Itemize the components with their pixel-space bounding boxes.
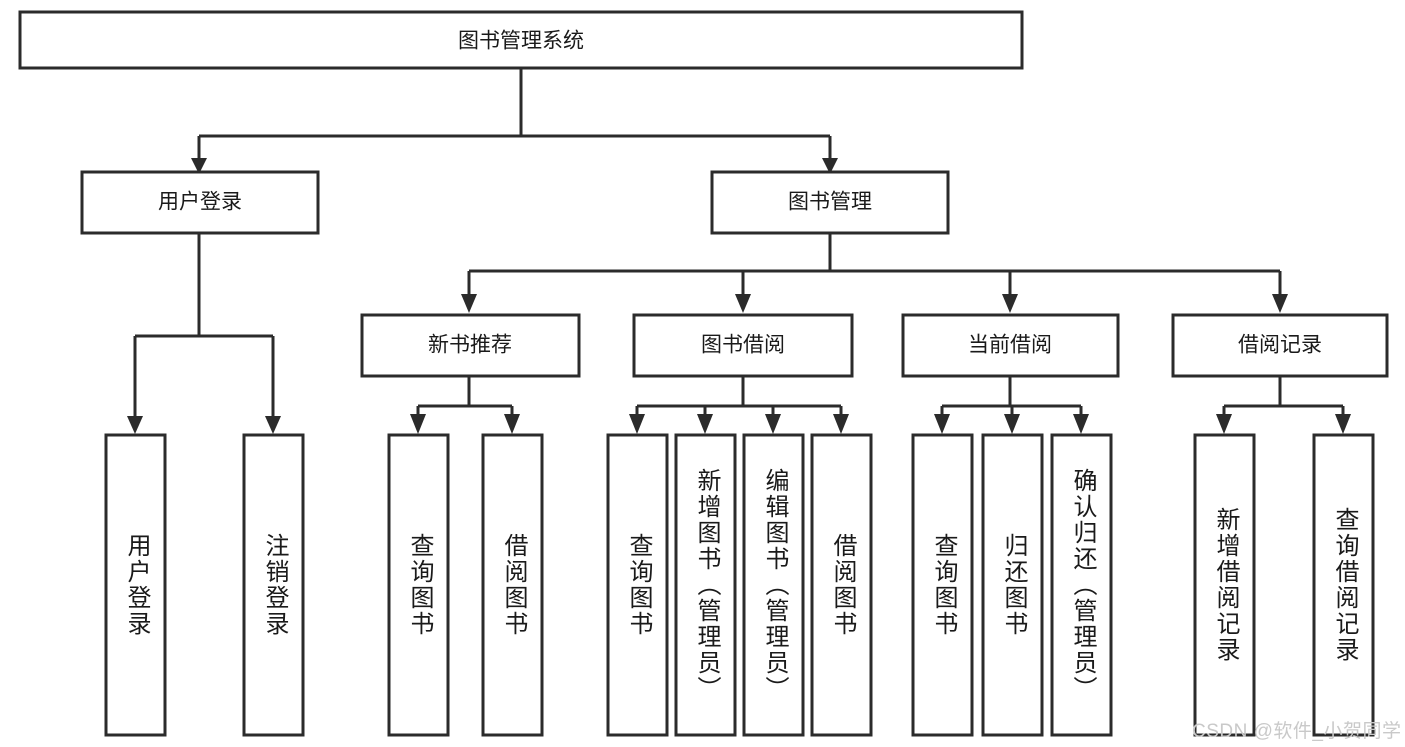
- leaf-label-borrow-book-newbook: 借阅图书: [499, 533, 527, 637]
- node-user-login[interactable]: 用户登录: [80, 170, 320, 235]
- connector-bookmgmt-to-level3: [461, 234, 1288, 313]
- node-book-borrow-label: 图书借阅: [701, 334, 785, 357]
- leaf-box[interactable]: [481, 433, 544, 737]
- leaf-box[interactable]: [981, 433, 1044, 737]
- leaf-label-add-borrow-record: 新增借阅记录: [1211, 507, 1239, 663]
- connector-newbook-to-leaves: [410, 377, 520, 434]
- leaf-label-add-book-admin: 新增图书（管理员）: [692, 468, 720, 702]
- node-book-management-label: 图书管理: [788, 191, 872, 214]
- node-book-management[interactable]: 图书管理: [710, 170, 950, 235]
- leaf-label-logout: 注销登录: [260, 533, 288, 637]
- leaf-label-query-book-newbook: 查询图书: [405, 533, 433, 637]
- node-book-borrow[interactable]: 图书借阅: [632, 313, 854, 378]
- node-borrow-record-label: 借阅记录: [1238, 334, 1322, 357]
- leaf-box[interactable]: [606, 433, 669, 737]
- leaf-boxes: [104, 433, 1375, 737]
- node-root[interactable]: 图书管理系统: [18, 10, 1024, 70]
- leaf-label-borrow-book: 借阅图书: [828, 533, 856, 637]
- connector-record-to-leaves: [1216, 377, 1351, 434]
- connector-userlogin-to-leaves: [127, 233, 281, 434]
- leaf-label-edit-book-admin: 编辑图书（管理员）: [760, 468, 788, 702]
- leaf-box[interactable]: [674, 433, 737, 737]
- leaf-box[interactable]: [1050, 433, 1113, 737]
- csdn-watermark: CSDN @软件_小贺同学: [1192, 721, 1402, 742]
- leaf-box[interactable]: [387, 433, 450, 737]
- leaf-label-query-borrow-record: 查询借阅记录: [1330, 507, 1358, 663]
- leaf-box[interactable]: [1312, 433, 1375, 737]
- leaf-label-query-book-current: 查询图书: [929, 533, 957, 637]
- node-user-login-label: 用户登录: [158, 191, 242, 214]
- node-new-book-recommend-label: 新书推荐: [428, 334, 512, 357]
- node-current-borrow-label: 当前借阅: [968, 334, 1052, 357]
- leaf-box[interactable]: [810, 433, 873, 737]
- leaf-box[interactable]: [242, 433, 305, 737]
- leaf-label-user-login: 用户登录: [122, 533, 150, 637]
- node-new-book-recommend[interactable]: 新书推荐: [360, 313, 581, 378]
- leaf-box[interactable]: [742, 433, 805, 737]
- leaf-label-query-book-borrow: 查询图书: [624, 533, 652, 637]
- leaf-box[interactable]: [104, 433, 167, 737]
- connector-root-to-level2: [191, 69, 838, 174]
- leaf-label-confirm-return-admin: 确认归还（管理员）: [1068, 468, 1096, 702]
- connector-borrow-to-leaves: [629, 377, 849, 434]
- leaf-box[interactable]: [911, 433, 974, 737]
- node-borrow-record[interactable]: 借阅记录: [1171, 313, 1389, 378]
- node-current-borrow[interactable]: 当前借阅: [901, 313, 1120, 378]
- node-root-label: 图书管理系统: [458, 30, 584, 53]
- leaf-box[interactable]: [1193, 433, 1256, 737]
- leaf-label-return-book: 归还图书: [999, 533, 1027, 637]
- connector-current-to-leaves: [934, 377, 1089, 434]
